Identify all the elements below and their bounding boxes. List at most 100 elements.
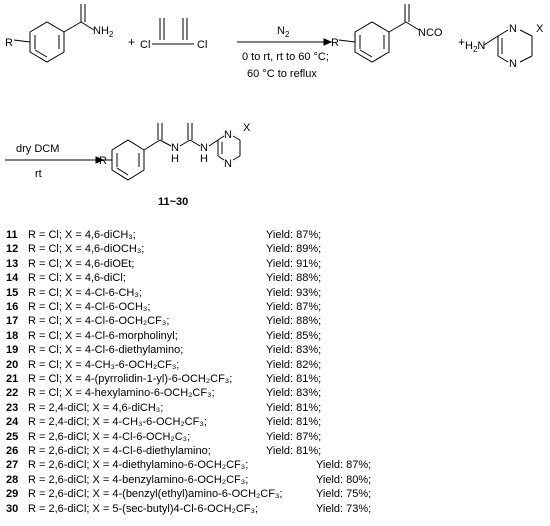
compound-yield: Yield: 85%;: [266, 329, 322, 342]
compound-row: 11 R = Cl; X = 4,6-diCH₃; Yield: 87%;: [6, 229, 506, 242]
compound-number: 21: [6, 373, 19, 385]
compound-number: 11: [6, 229, 18, 241]
compound-number: 30: [6, 502, 19, 515]
compound-number: 18: [6, 329, 19, 342]
reagent-n2: N2: [277, 25, 290, 39]
compound-number: 15: [6, 286, 19, 299]
compound-yield: Yield: 73%;: [316, 502, 372, 515]
compound-yield: Yield: 83%;: [266, 344, 322, 357]
compound-substituents: R = Cl; X = 4,6-diOEt;: [28, 257, 135, 270]
compound-row: 16 R = Cl; X = 4-Cl-6-OCH₃; Yield: 87%;: [6, 301, 506, 314]
condition-line-1: 0 to rt, rt to 60 °C;: [242, 51, 329, 63]
temperature-label: rt: [35, 168, 42, 180]
compound-yield: Yield: 80%;: [316, 473, 372, 486]
compound-yield: Yield: 88%;: [266, 272, 322, 285]
compound-row: 12 R = Cl; X = 4,6-diOCH₃; Yield: 89%;: [6, 243, 506, 256]
compound-substituents: R = 2,6-diCl; X = 4-benzylamino-6-OCH₂CF…: [28, 473, 249, 486]
product-nh-1: N: [171, 142, 179, 154]
compound-number: 19: [6, 344, 19, 357]
compound-substituents: R = 2,6-diCl; X = 4-Cl-6-diethylamino;: [28, 445, 211, 457]
product-nh-1-h: H: [171, 153, 179, 165]
compound-substituents: R = 2,6-diCl; X = 5-(sec-butyl)4-Cl-6-OC…: [28, 502, 259, 515]
plus-sign-2: +: [458, 35, 465, 49]
compound-row: 21 R = Cl; X = 4-(pyrrolidin-1-yl)-6-OCH₂…: [6, 373, 506, 386]
compound-substituents: R = Cl; X = 4,6-diCH₃;: [28, 229, 136, 241]
compound-number: 29: [6, 488, 19, 501]
compound-row: 28 R = 2,6-diCl; X = 4-benzylamino-6-OCH₂…: [6, 474, 506, 487]
oxalyl-chloride-structure: [152, 18, 194, 45]
compound-row: 29 R = 2,6-diCl; X = 4-(benzyl(ethyl)amin…: [6, 488, 506, 501]
product-ring-n-top: N: [224, 129, 232, 141]
compound-row: 13 R = Cl; X = 4,6-diOEt; Yield: 91%;: [6, 258, 506, 271]
acylurea-product-structure: [98, 123, 241, 181]
compound-number: 24: [6, 416, 19, 429]
compound-substituents: R = Cl; X = 4-Cl-6-morpholinyl;: [28, 329, 178, 342]
compound-substituents: R = Cl; X = 4-hexylamino-6-OCH₂CF₃;: [28, 387, 215, 400]
compound-substituents: R = Cl; X = 4-Cl-6-OCH₂CF₃;: [28, 315, 170, 328]
compound-number: 20: [6, 358, 19, 371]
nco-label: NCO: [418, 27, 443, 39]
compound-number: 14: [6, 272, 19, 285]
compound-row: 14 R = Cl; X = 4,6-diCl; Yield: 88%;: [6, 272, 506, 285]
product-nh-2-h: H: [200, 153, 208, 165]
product-ring-n-bottom: N: [224, 158, 232, 170]
compound-substituents: R = Cl; X = 4-(pyrrolidin-1-yl)-6-OCH₂CF…: [28, 373, 233, 385]
compound-number: 27: [6, 459, 19, 472]
compound-number: 23: [6, 401, 19, 414]
compound-range-label: 11~30: [158, 196, 188, 208]
compound-yield: Yield: 75%;: [316, 488, 372, 501]
compound-yield: Yield: 87%;: [266, 229, 322, 241]
compound-yield: Yield: 87%;: [316, 459, 372, 472]
benzamide-structure: [13, 4, 95, 63]
product-nh-2: N: [200, 142, 208, 154]
aminopyrimidine-structure: [483, 29, 533, 63]
condition-line-2: 60 °C to reflux: [247, 68, 317, 80]
compound-number: 12: [6, 243, 19, 256]
compound-substituents: R = 2,6-diCl; X = 4-Cl-6-OCH₂C₃;: [28, 430, 191, 443]
compound-substituents: R = Cl; X = 4,6-diCl;: [28, 272, 126, 285]
h2n-label: H2N: [465, 40, 485, 54]
pyrimidine-n-top: N: [509, 23, 517, 35]
compound-substituents: R = 2,4-diCl; X = 4-CH₃-6-OCH₂CF₃;: [28, 416, 207, 429]
compound-number: 22: [6, 387, 19, 400]
compound-yield: Yield: 87%;: [266, 430, 322, 443]
pyrimidine-n-bottom: N: [509, 58, 517, 70]
compound-number: 28: [6, 473, 19, 486]
compound-row: 18 R = Cl; X = 4-Cl-6-morpholinyl; Yield: …: [6, 330, 506, 343]
compound-substituents: R = Cl; X = 4-Cl-6-diethylamino;: [28, 344, 184, 357]
compound-yield: Yield: 83%;: [266, 387, 322, 400]
compound-yield: Yield: 81%;: [266, 416, 322, 429]
r-label: R: [5, 37, 13, 49]
compound-yield: Yield: 93%;: [266, 286, 322, 299]
compound-substituents: R = Cl; X = 4-Cl-6-OCH₃;: [28, 301, 151, 313]
compound-row: 25 R = 2,6-diCl; X = 4-Cl-6-OCH₂C₃; Yield:…: [6, 431, 506, 444]
oxalyl-cl-left: Cl: [140, 39, 150, 51]
amide-nh2-label: NH2: [93, 25, 114, 39]
compound-substituents: R = 2,6-diCl; X = 4-diethylamino-6-OCH₂C…: [28, 459, 249, 472]
compound-substituents: R = 2,6-diCl; X = 4-(benzyl(ethyl)amino-…: [28, 488, 283, 501]
solvent-label: dry DCM: [16, 143, 59, 155]
compound-number: 16: [6, 301, 19, 313]
compound-substituents: R = Cl; X = 4,6-diOCH₃;: [28, 243, 145, 256]
r-label-product: R: [331, 37, 339, 49]
compound-yield: Yield: 82%;: [266, 358, 322, 371]
compound-row: 24 R = 2,4-diCl; X = 4-CH₃-6-OCH₂CF₃; Yiel…: [6, 416, 506, 429]
compound-yield: Yield: 87%;: [266, 301, 322, 313]
compound-yield: Yield: 81%;: [266, 445, 322, 457]
compound-yield: Yield: 91%;: [266, 257, 322, 270]
compound-number: 17: [6, 315, 19, 328]
compound-yield: Yield: 89%;: [266, 243, 322, 256]
product-x-label: X: [243, 122, 251, 134]
compound-yield: Yield: 81%;: [266, 401, 322, 414]
oxalyl-cl-right: Cl: [197, 39, 207, 51]
plus-sign-1: +: [128, 35, 135, 49]
compound-number: 25: [6, 430, 19, 443]
compound-number: 13: [6, 257, 19, 270]
